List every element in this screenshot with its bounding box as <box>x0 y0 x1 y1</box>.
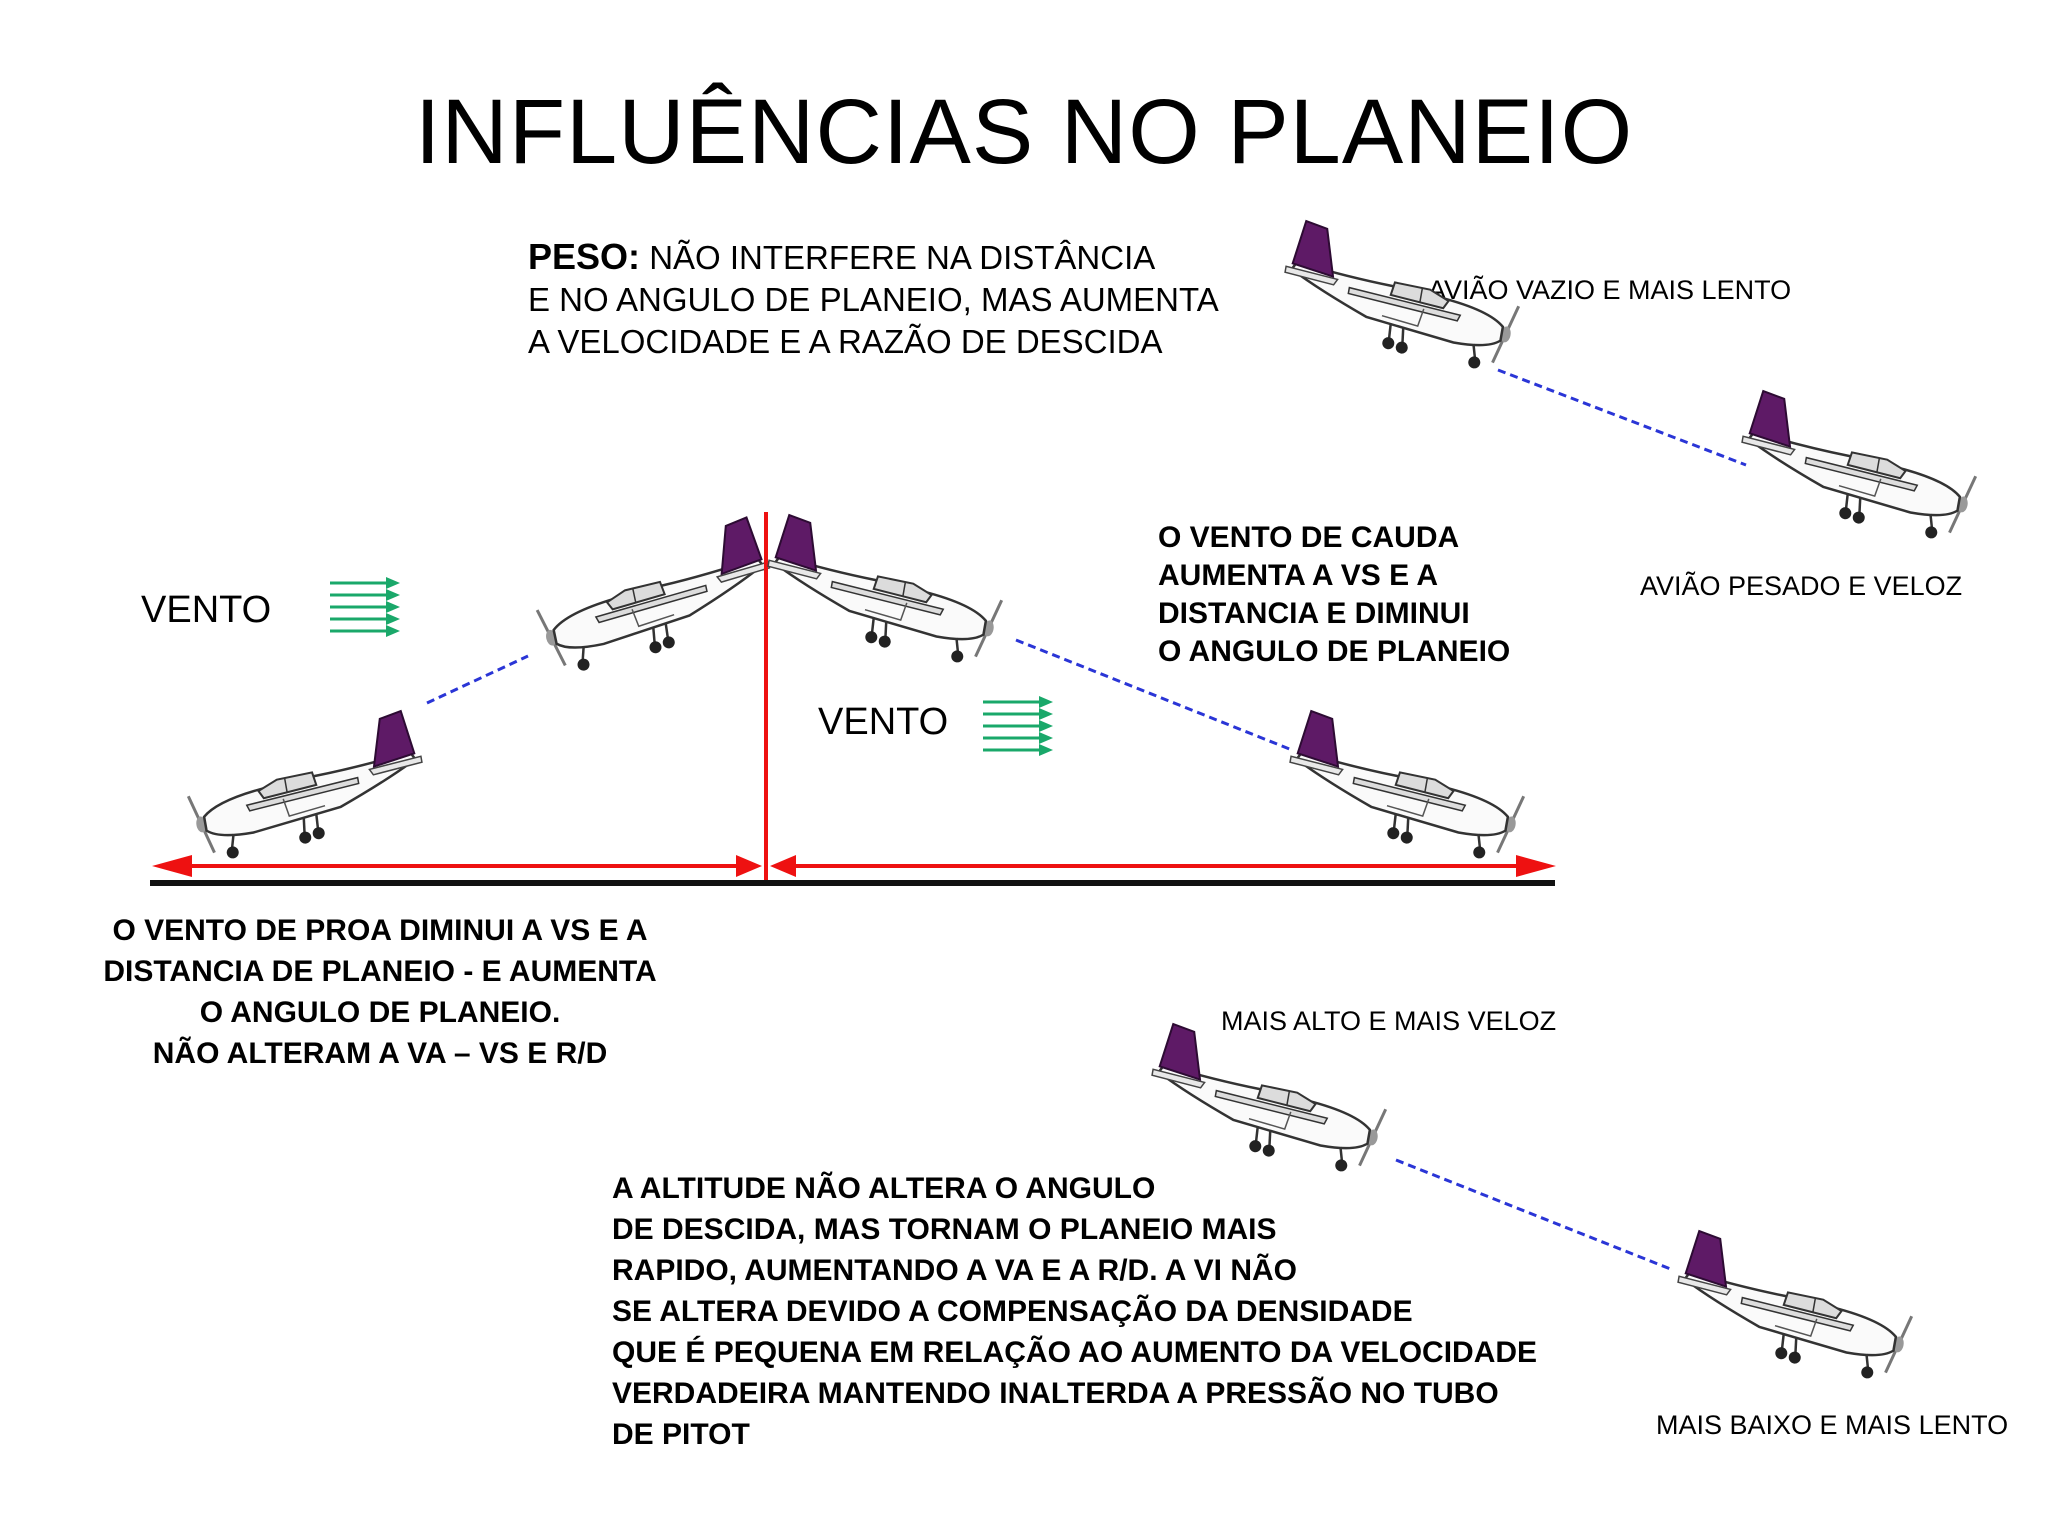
distance-arrow-left <box>152 855 762 877</box>
vento-cauda-text: O VENTO DE CAUDA AUMENTA A VS E A DISTAN… <box>1158 519 1510 671</box>
glide-path-left <box>426 654 529 705</box>
airplane-icon <box>1729 387 1986 546</box>
airplane-icon <box>1665 1227 1922 1386</box>
mais-alto-label: MAIS ALTO E MAIS VELOZ <box>1221 1006 1557 1036</box>
vento-left-label: VENTO <box>141 589 272 631</box>
airplane-icon <box>525 513 784 680</box>
peso-line-1: NÃO INTERFERE NA DISTÂNCIA <box>649 239 1156 276</box>
vento-right-label: VENTO <box>818 701 949 743</box>
page-title: INFLUÊNCIAS NO PLANEIO <box>414 81 1634 183</box>
vento-proa-line: DISTANCIA DE PLANEIO - E AUMENTA <box>103 955 657 988</box>
glide-path-altitude <box>1395 1158 1674 1272</box>
airplane-icon <box>1139 1020 1396 1179</box>
vento-cauda-line: AUMENTA A VS E A <box>1158 559 1439 592</box>
vento-cauda-line: DISTANCIA E DIMINUI <box>1158 597 1470 630</box>
vento-proa-line: O ANGULO DE PLANEIO. <box>199 996 561 1029</box>
altitude-text: A ALTITUDE NÃO ALTERA O ANGULO DE DESCID… <box>612 1168 1537 1455</box>
altitude-line: DE PITOT <box>612 1418 750 1451</box>
glide-path-right <box>1015 638 1293 752</box>
glide-path-peso <box>1497 368 1747 467</box>
altitude-line: SE ALTERA DEVIDO A COMPENSAÇÃO DA DENSID… <box>612 1295 1413 1328</box>
airplane-icon <box>1277 707 1534 866</box>
altitude-line: RAPIDO, AUMENTANDO A VA E A R/D. A VI NÃ… <box>612 1254 1298 1287</box>
altitude-line: DE DESCIDA, MAS TORNAM O PLANEIO MAIS <box>612 1213 1277 1246</box>
airplane-icon <box>178 707 435 866</box>
altitude-line: QUE É PEQUENA EM RELAÇÃO AO AUMENTO DA V… <box>612 1336 1538 1369</box>
peso-text: PESO: NÃO INTERFERE NA DISTÂNCIA E NO AN… <box>528 236 1219 363</box>
wind-arrows-icon <box>328 575 402 639</box>
distance-arrow-right <box>770 855 1556 877</box>
aviao-pesado-label: AVIÃO PESADO E VELOZ <box>1640 571 1963 601</box>
vento-cauda-line: O VENTO DE CAUDA <box>1158 521 1460 554</box>
altitude-line: VERDADEIRA MANTENDO INALTERDA A PRESSÃO … <box>612 1377 1499 1410</box>
aviao-vazio-label: AVIÃO VAZIO E MAIS LENTO <box>1428 275 1792 305</box>
peso-line-2: E NO ANGULO DE PLANEIO, MAS AUMENTA <box>528 281 1219 318</box>
airplane-icon <box>1272 217 1529 376</box>
wind-arrows-icon <box>981 694 1055 758</box>
mais-baixo-label: MAIS BAIXO E MAIS LENTO <box>1656 1410 2009 1440</box>
airplane-icon <box>755 511 1012 670</box>
vento-proa-text: O VENTO DE PROA DIMINUI A VS E A DISTANC… <box>100 910 660 1074</box>
altitude-line: A ALTITUDE NÃO ALTERA O ANGULO <box>612 1172 1156 1205</box>
peso-label: PESO: <box>528 236 641 277</box>
peso-line-3: A VELOCIDADE E A RAZÃO DE DESCIDA <box>528 323 1163 360</box>
vento-cauda-line: O ANGULO DE PLANEIO <box>1158 635 1511 668</box>
vento-proa-line: NÃO ALTERAM A VA – VS E R/D <box>152 1037 608 1070</box>
vento-proa-line: O VENTO DE PROA DIMINUI A VS E A <box>112 914 648 947</box>
